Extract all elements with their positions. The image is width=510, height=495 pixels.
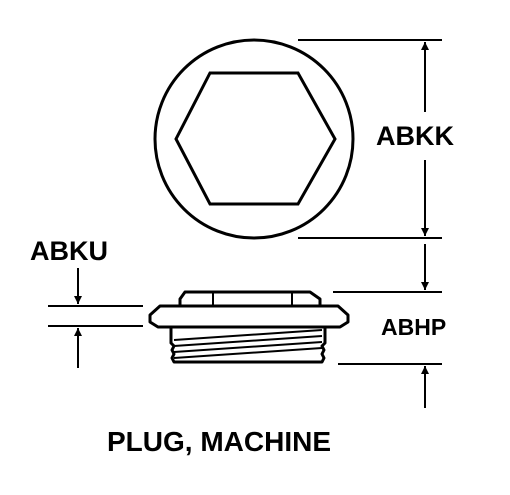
dimension-lines: [48, 39, 442, 408]
abhp-label: ABHP: [381, 314, 446, 340]
hex-socket: [174, 71, 337, 206]
top-view: [153, 38, 355, 240]
abkk-label: ABKK: [376, 121, 454, 151]
hex-head: [178, 290, 322, 308]
thread-body: [169, 326, 327, 364]
flange: [148, 304, 350, 329]
abku-label: ABKU: [30, 236, 108, 266]
plug-top-circle: [153, 38, 355, 240]
side-view: [148, 290, 350, 364]
thread-lines: [173, 329, 323, 359]
caption: PLUG, MACHINE: [107, 426, 331, 457]
